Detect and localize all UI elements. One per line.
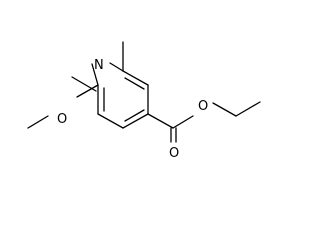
bond-ring-carbonyl bbox=[147, 113, 174, 129]
substituent-bonds bbox=[27, 41, 261, 143]
bond-c6-c1-inner bbox=[124, 77, 145, 90]
carbonyl-oxygen-label: O bbox=[169, 146, 179, 161]
ring-nitrogen-label: N bbox=[94, 58, 104, 73]
bond-ring-methoxy-o bbox=[76, 84, 99, 98]
bond-carbonyl-ether-o bbox=[172, 115, 194, 129]
bond-c3-c4 bbox=[97, 113, 124, 129]
methoxy-oxygen-label: O bbox=[57, 112, 67, 127]
ring-bonds bbox=[71, 62, 149, 129]
bond-ether-o-ch2 bbox=[212, 102, 237, 117]
bond-methoxy-o-ch3 bbox=[27, 115, 49, 129]
atom-labels: N O O O bbox=[57, 58, 208, 161]
bond-c1-n bbox=[109, 62, 124, 72]
bond-ch2-ch3 bbox=[235, 101, 261, 117]
ester-ether-oxygen-label: O bbox=[198, 99, 208, 114]
bond-c4-c5 bbox=[122, 113, 149, 129]
bond-c6-c1 bbox=[122, 70, 149, 86]
bond-n-c2 bbox=[91, 63, 99, 86]
molecule-structure: N O O O bbox=[27, 41, 261, 161]
bond-c4-c5-inner bbox=[124, 109, 145, 122]
